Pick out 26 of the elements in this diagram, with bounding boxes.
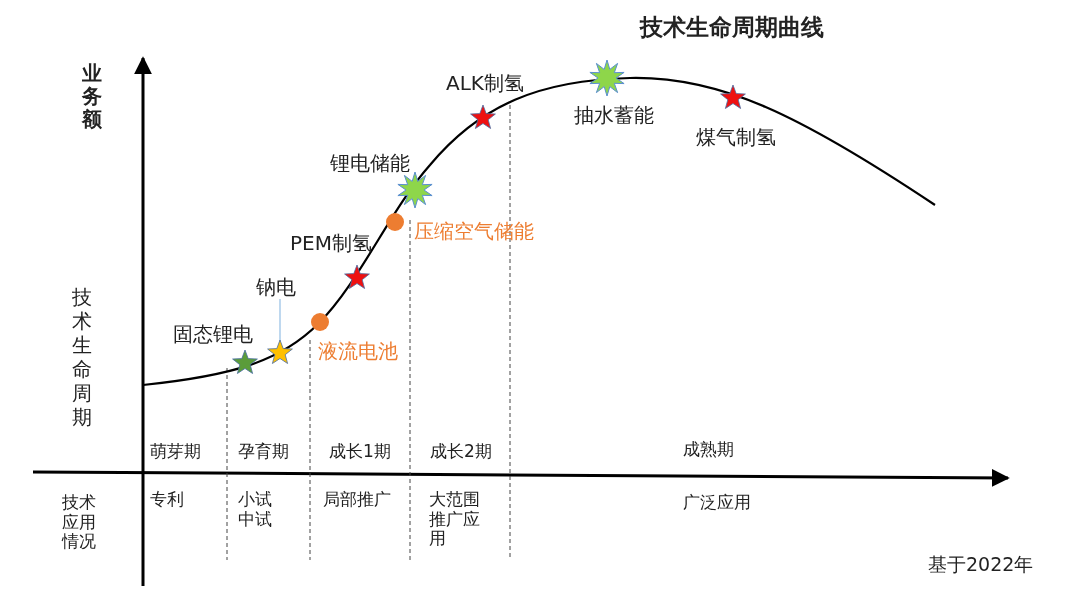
table-text: 小试中试 — [238, 490, 272, 530]
note-text: 基于2022年 — [928, 554, 1034, 576]
curve-label: 固态锂电 — [173, 323, 253, 346]
star-icon — [267, 339, 293, 364]
leader-line — [279, 298, 281, 343]
curve-label: 抽水蓄能 — [574, 104, 654, 127]
stage-label: 成长1期 — [329, 442, 391, 462]
stage-label: 萌芽期 — [150, 442, 201, 462]
stage-label: 成熟期 — [683, 440, 734, 460]
table-text: 大范围推广应用 — [429, 490, 480, 549]
curve-label: 压缩空气储能 — [414, 220, 534, 243]
chart-title: 技术生命周期曲线 — [640, 14, 824, 41]
curve-label: PEM制氢 — [290, 232, 372, 255]
table-text: 局部推广 — [323, 490, 391, 510]
table-text: 广泛应用 — [683, 493, 751, 513]
curve-label: 液流电池 — [318, 340, 398, 363]
stage-label: 成长2期 — [430, 442, 492, 462]
stage-label: 孕育期 — [238, 442, 289, 462]
curve-label: 钠电 — [256, 276, 296, 299]
table-text: 专利 — [150, 490, 184, 510]
row-label: 技术应用情况 — [62, 493, 96, 552]
curve-label: 锂电储能 — [330, 152, 410, 175]
axis-label: 业务额 — [82, 62, 102, 131]
curve-label: ALK制氢 — [446, 72, 524, 95]
curve-label: 煤气制氢 — [696, 126, 776, 149]
axis-label: 技术生命周期 — [72, 285, 92, 429]
